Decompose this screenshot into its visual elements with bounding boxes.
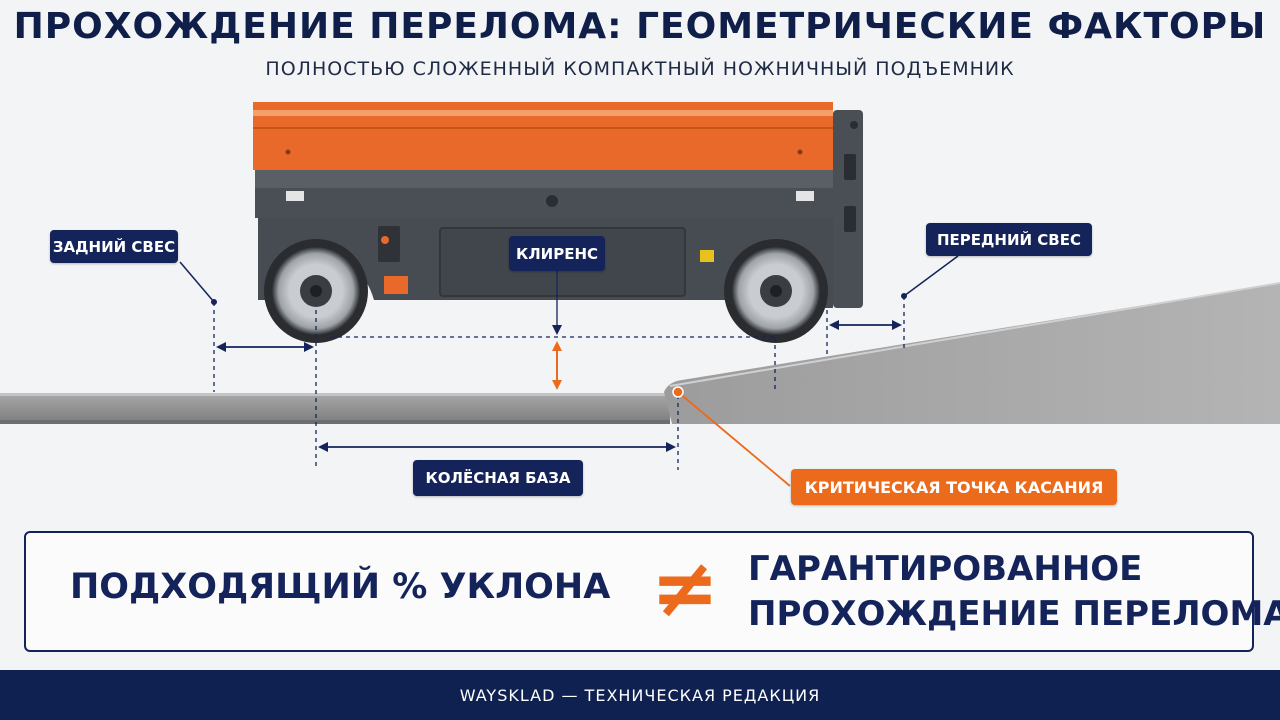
wheelbase-label: КОЛЁСНАЯ БАЗА: [413, 460, 583, 496]
summary-right-text: ГАРАНТИРОВАННОЕ ПРОХОЖДЕНИЕ ПЕРЕЛОМА: [748, 547, 1280, 637]
footer: WAYSKLAD — ТЕХНИЧЕСКАЯ РЕДАКЦИЯ: [0, 670, 1280, 720]
summary-panel: ПОДХОДЯЩИЙ % УКЛОНА ≠ ГАРАНТИРОВАННОЕ ПР…: [24, 531, 1280, 652]
breakover-diagram: [0, 102, 1280, 487]
rear-wheel: [264, 239, 368, 343]
summary-right-line-1: ГАРАНТИРОВАННОЕ: [748, 549, 1143, 589]
rear-overhang-label: ЗАДНИЙ СВЕС: [50, 230, 178, 263]
not-equal-icon: ≠: [650, 541, 720, 636]
ground: [0, 393, 670, 424]
front-wheel: [724, 239, 828, 343]
ramp: [664, 282, 1280, 424]
page-title: ПРОХОЖДЕНИЕ ПЕРЕЛОМА: ГЕОМЕТРИЧЕСКИЕ ФАК…: [13, 6, 1267, 47]
critical-point-label: КРИТИЧЕСКАЯ ТОЧКА КАСАНИЯ: [791, 469, 1117, 505]
clearance-label: КЛИРЕНС: [509, 236, 605, 271]
rear-overhang-marker: [211, 299, 217, 305]
summary-left-text: ПОДХОДЯЩИЙ % УКЛОНА: [70, 567, 611, 607]
scissor-lift: [253, 102, 863, 343]
front-overhang-label: ПЕРЕДНИЙ СВЕС: [926, 223, 1092, 256]
page-subtitle: ПОЛНОСТЬЮ СЛОЖЕННЫЙ КОМПАКТНЫЙ НОЖНИЧНЫЙ…: [265, 58, 1015, 80]
front-overhang-marker: [901, 293, 907, 299]
dimension-lines: [179, 255, 959, 470]
summary-right-line-2: ПРОХОЖДЕНИЕ ПЕРЕЛОМА: [748, 594, 1280, 634]
critical-point: [672, 386, 791, 487]
